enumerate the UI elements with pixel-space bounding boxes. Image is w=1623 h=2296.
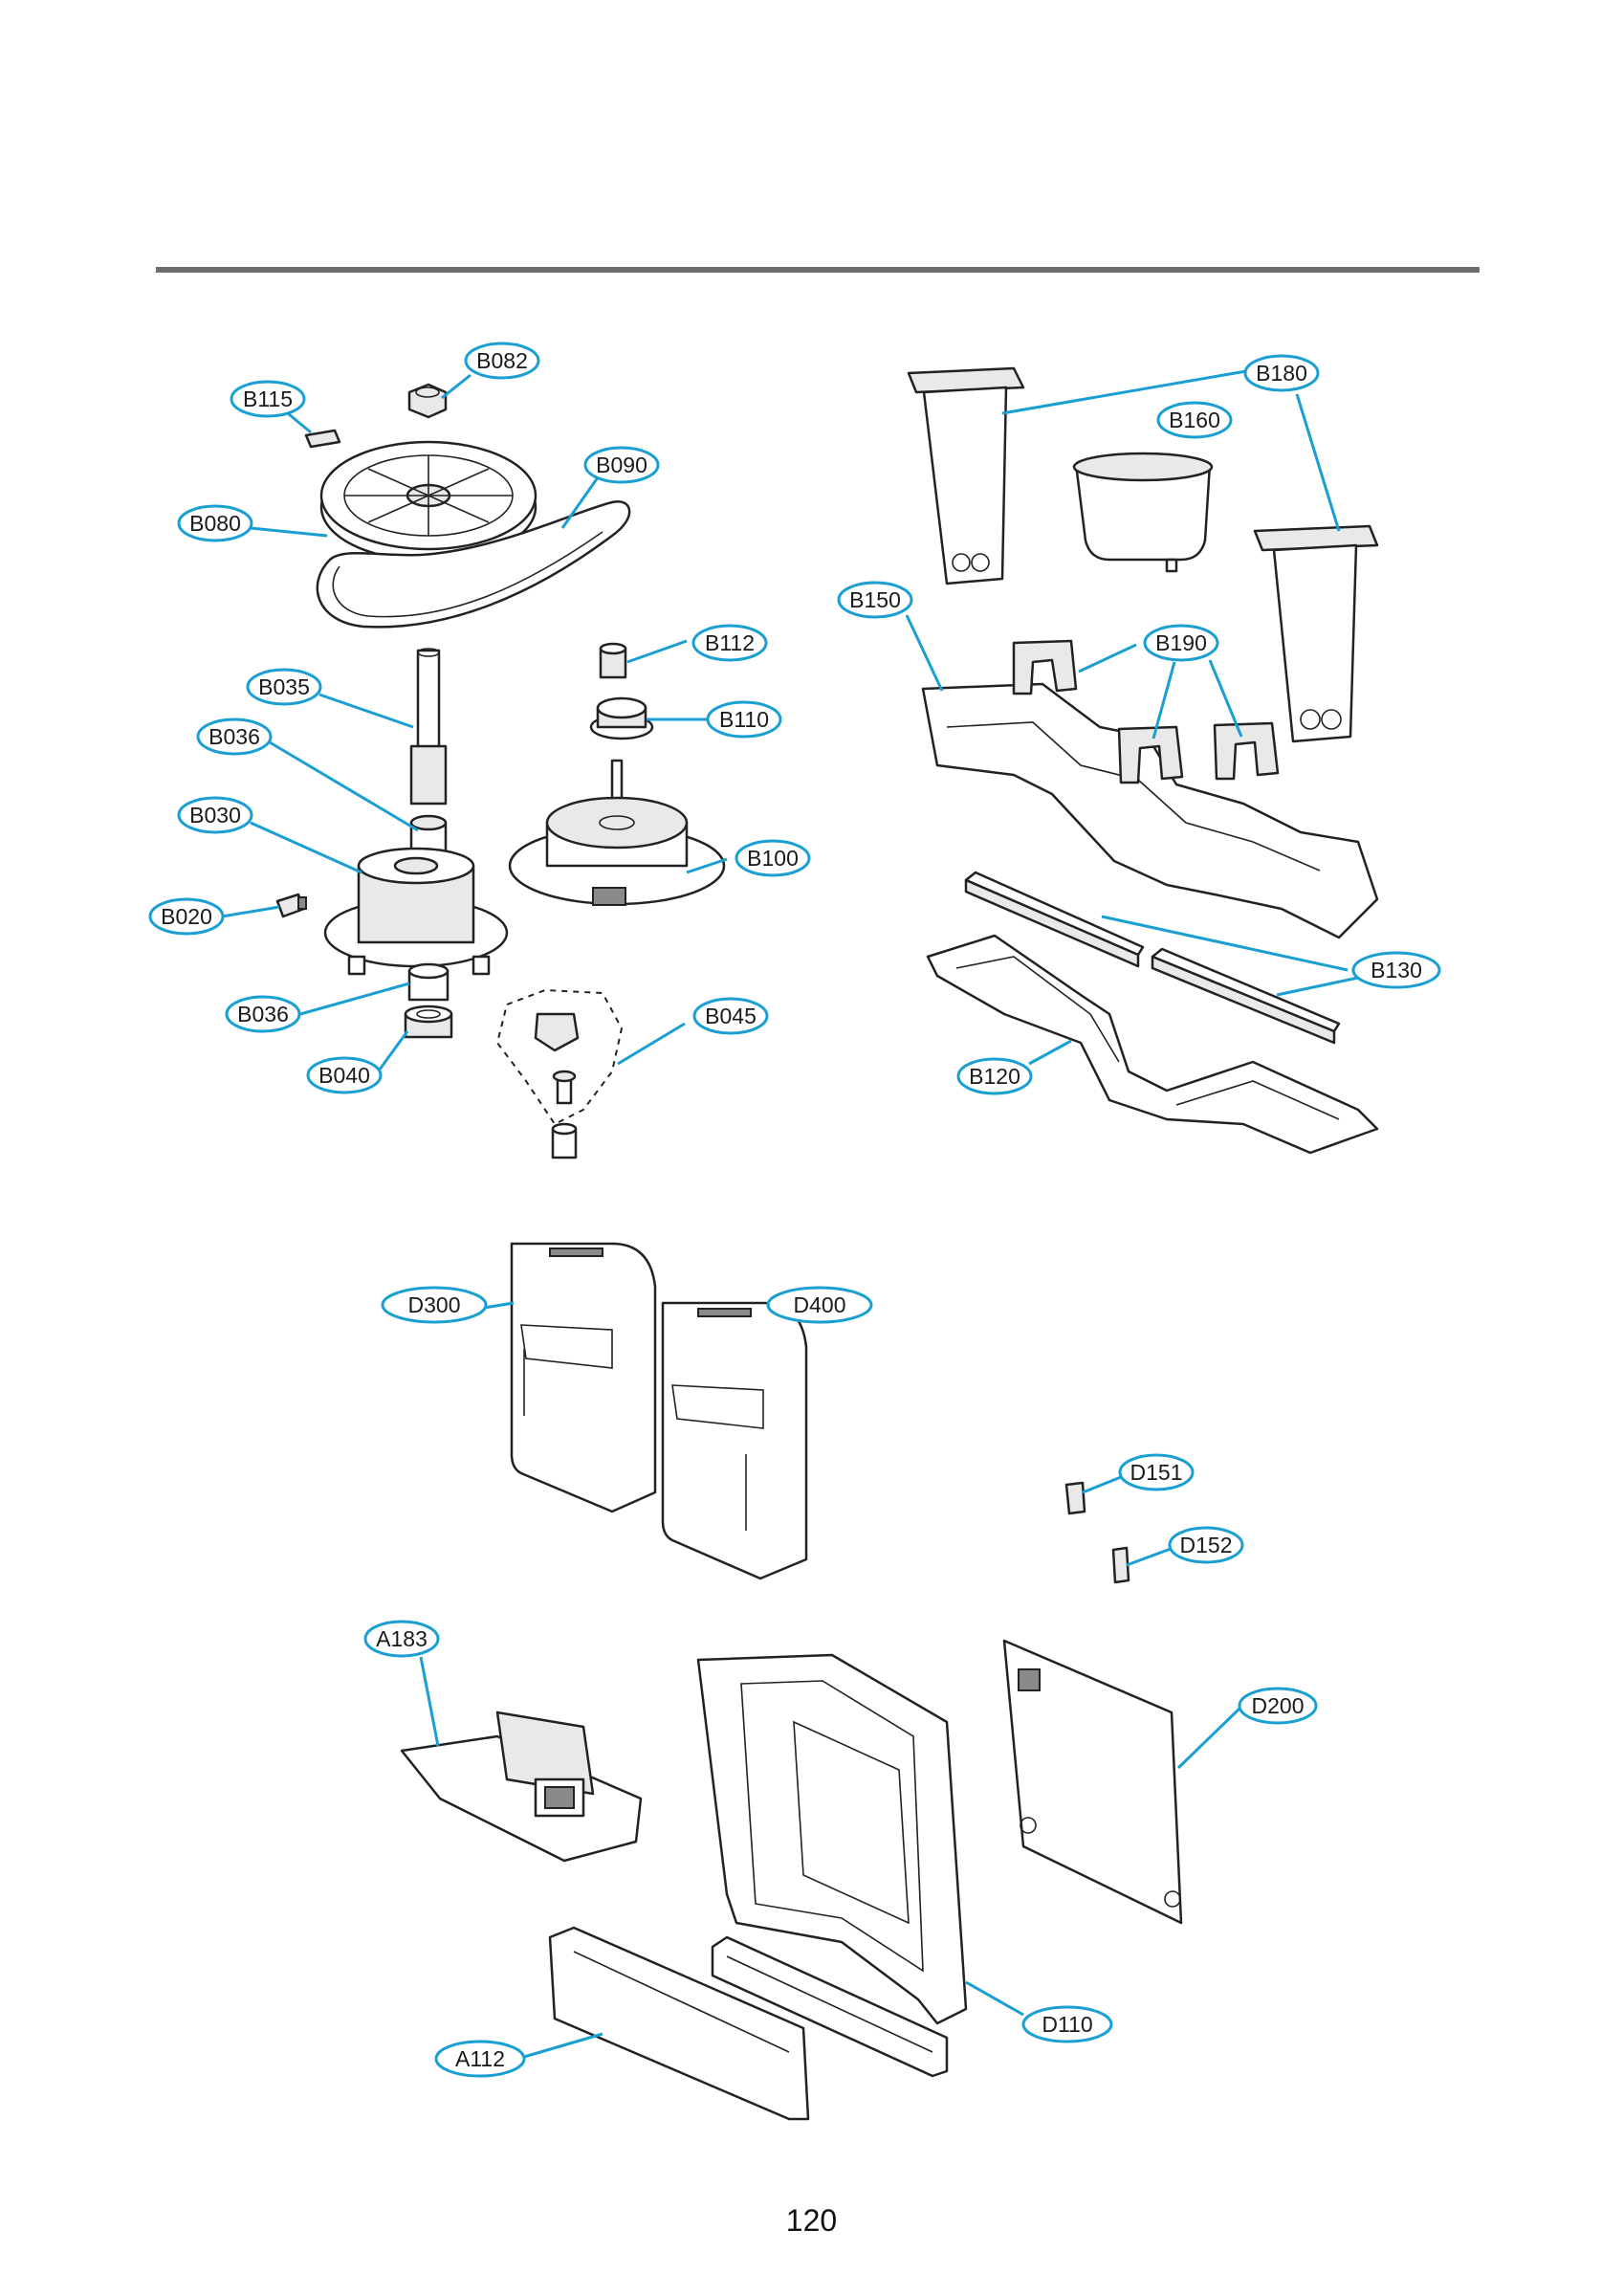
part-d400-door-panel <box>661 1301 808 1580</box>
part-b120-tray <box>926 934 1379 1155</box>
callout-b030: B030 <box>177 796 253 834</box>
svg-text:D300: D300 <box>408 1292 461 1317</box>
callout-d151: D151 <box>1118 1453 1195 1491</box>
part-d300-door-panel <box>510 1242 657 1513</box>
svg-text:B160: B160 <box>1169 408 1220 432</box>
svg-text:B036: B036 <box>208 724 260 749</box>
part-b160-cup <box>1072 452 1214 573</box>
callout-b080: B080 <box>177 504 253 542</box>
part-b180-left-bracket <box>907 366 1025 585</box>
part-b090-belt <box>316 499 631 629</box>
svg-text:B115: B115 <box>243 386 293 411</box>
part-b190-clips <box>1012 639 1280 784</box>
callout-d152: D152 <box>1168 1526 1244 1564</box>
callout-b120: B120 <box>956 1057 1033 1095</box>
part-b130-rails <box>964 871 1341 1045</box>
part-b036-upper-bearing <box>409 814 448 853</box>
part-b020-clip <box>275 893 307 918</box>
svg-text:B035: B035 <box>258 674 310 699</box>
callout-b035: B035 <box>246 668 322 706</box>
svg-text:B036: B036 <box>237 1002 289 1027</box>
svg-text:B090: B090 <box>596 453 647 477</box>
part-d151-clip <box>1064 1481 1086 1515</box>
callout-b020: B020 <box>148 897 225 936</box>
callout-b160: B160 <box>1156 401 1233 439</box>
callout-b115: B115 <box>230 380 306 418</box>
callout-b130: B130 <box>1351 951 1441 989</box>
svg-text:A112: A112 <box>455 2046 505 2071</box>
callout-b090: B090 <box>583 446 660 484</box>
part-b115-key <box>304 429 341 449</box>
svg-text:B130: B130 <box>1371 958 1422 982</box>
svg-text:D400: D400 <box>794 1292 846 1317</box>
part-b030-housing <box>323 847 509 976</box>
svg-text:D200: D200 <box>1252 1693 1305 1718</box>
svg-text:B100: B100 <box>747 846 799 871</box>
svg-text:B180: B180 <box>1256 361 1307 386</box>
svg-text:B030: B030 <box>189 803 241 828</box>
part-b045-kit <box>495 988 624 1159</box>
callout-b036-upper: B036 <box>196 718 273 756</box>
callout-b150: B150 <box>837 581 913 619</box>
callout-b082: B082 <box>464 342 540 380</box>
part-d152-clip <box>1111 1546 1130 1584</box>
svg-text:B082: B082 <box>476 348 528 373</box>
part-b112-coupling <box>599 642 627 679</box>
callout-d110: D110 <box>1021 2005 1113 2043</box>
part-b080-pulley <box>319 440 537 563</box>
svg-text:B190: B190 <box>1155 630 1207 655</box>
svg-text:B150: B150 <box>849 587 901 612</box>
svg-text:A183: A183 <box>376 1626 428 1651</box>
part-b110-motor-pulley <box>589 696 654 740</box>
callout-d200: D200 <box>1238 1687 1318 1725</box>
callout-a183: A183 <box>363 1620 440 1658</box>
svg-text:B110: B110 <box>719 707 769 732</box>
svg-text:D110: D110 <box>1042 2012 1092 2037</box>
header-rule <box>156 267 1480 273</box>
part-d200-panel <box>1002 1639 1183 1925</box>
svg-text:B045: B045 <box>705 1004 757 1028</box>
svg-text:B080: B080 <box>189 511 241 536</box>
part-a183-bracket <box>400 1711 643 1863</box>
callout-b180: B180 <box>1243 354 1320 392</box>
callout-d400: D400 <box>766 1286 873 1324</box>
callout-b045: B045 <box>692 997 769 1035</box>
part-b180-right-bracket <box>1253 524 1379 743</box>
part-a112-strip <box>548 1926 810 2121</box>
svg-text:D152: D152 <box>1180 1533 1233 1557</box>
part-b040-bearing <box>404 1004 453 1039</box>
svg-text:D151: D151 <box>1130 1460 1183 1485</box>
leader-lines <box>221 369 1359 2059</box>
svg-text:B040: B040 <box>318 1063 370 1088</box>
svg-text:B112: B112 <box>705 630 755 655</box>
part-b036-lower-bushing <box>407 962 450 1002</box>
page-number: 120 <box>785 2203 838 2238</box>
callout-d300: D300 <box>381 1286 488 1324</box>
svg-text:B120: B120 <box>969 1064 1020 1089</box>
callout-b040: B040 <box>306 1056 383 1094</box>
callout-b100: B100 <box>735 839 811 877</box>
part-b100-motor <box>508 759 726 906</box>
part-center-frame <box>696 1653 968 2025</box>
callout-b190: B190 <box>1143 624 1219 662</box>
part-b035-shaft <box>409 648 448 806</box>
part-b082-nut <box>407 383 448 419</box>
part-d110-rail <box>711 1935 949 2078</box>
svg-text:B020: B020 <box>161 904 212 929</box>
callout-b110: B110 <box>706 700 782 739</box>
callout-b112: B112 <box>691 624 768 662</box>
callout-a112: A112 <box>434 2040 526 2078</box>
callout-b036-lower: B036 <box>225 995 301 1033</box>
